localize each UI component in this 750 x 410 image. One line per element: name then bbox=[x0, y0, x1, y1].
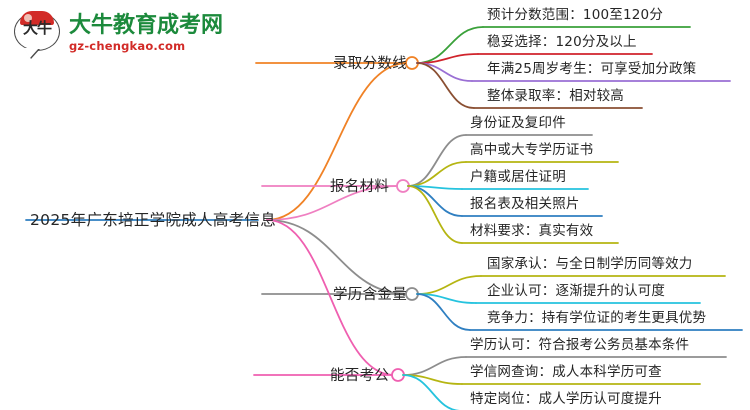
leaf-label-0-0[interactable]: 预计分数范围：100至120分 bbox=[487, 7, 664, 23]
leaf-label-3-0[interactable]: 学历认可：符合报考公务员基本条件 bbox=[470, 337, 690, 353]
leaf-connector-1-3 bbox=[407, 185, 463, 217]
red-cap-icon bbox=[20, 11, 54, 25]
leaf-label-2-1[interactable]: 企业认可：逐渐提升的认可度 bbox=[487, 283, 666, 299]
leaf-label-0-2[interactable]: 年满25周岁考生：可享受加分政策 bbox=[487, 61, 697, 77]
logo-bull-icon: 大牛 bbox=[14, 11, 62, 57]
leaf-label-1-1[interactable]: 高中或大专学历证书 bbox=[470, 142, 594, 158]
logo-site-name: 大牛教育成考网 bbox=[69, 13, 224, 39]
branch-label-2[interactable]: 学历含金量 bbox=[333, 287, 407, 303]
leaf-connector-3-0 bbox=[402, 356, 467, 376]
leaf-label-3-2[interactable]: 特定岗位：成人学历认可度提升 bbox=[470, 391, 662, 407]
leaf-label-3-1[interactable]: 学信网查询：成人本科学历可查 bbox=[470, 364, 662, 380]
leaf-connector-1-4 bbox=[407, 185, 463, 244]
branch-connector-3 bbox=[266, 219, 395, 376]
branch-connector-0 bbox=[266, 62, 409, 221]
branch-label-0[interactable]: 录取分数线 bbox=[333, 56, 407, 72]
leaf-label-1-0[interactable]: 身份证及复印件 bbox=[470, 115, 566, 131]
leaf-connector-0-2 bbox=[416, 62, 473, 82]
branch-label-1[interactable]: 报名材料 bbox=[330, 179, 390, 195]
leaf-connector-1-1 bbox=[407, 161, 467, 187]
logo-site-url: gz-chengkao.com bbox=[69, 39, 186, 54]
leaf-connector-2-2 bbox=[416, 293, 471, 331]
leaf-connector-2-0 bbox=[416, 275, 482, 295]
branch-label-3[interactable]: 能否考公 bbox=[330, 368, 390, 384]
leaf-label-2-0[interactable]: 国家承认：与全日制学历同等效力 bbox=[487, 256, 693, 272]
leaf-label-0-1[interactable]: 稳妥选择：120分及以上 bbox=[487, 34, 637, 50]
logo-text-block: 大牛教育成考网 gz-chengkao.com bbox=[69, 15, 223, 53]
root-node-label: 2025年广东培正学院成人高考信息 bbox=[30, 211, 277, 229]
leaf-label-1-2[interactable]: 户籍或居住证明 bbox=[470, 169, 566, 185]
logo-mark-text: 大牛 bbox=[22, 19, 52, 37]
leaf-label-2-2[interactable]: 竞争力：持有学位证的考生更具优势 bbox=[487, 310, 707, 326]
leaf-label-1-3[interactable]: 报名表及相关照片 bbox=[470, 196, 580, 212]
leaf-label-0-3[interactable]: 整体录取率：相对较高 bbox=[487, 88, 624, 104]
branch-connector-2 bbox=[266, 219, 409, 295]
leaf-connector-0-3 bbox=[416, 62, 475, 109]
leaf-connector-1-0 bbox=[407, 134, 467, 187]
branch-connector-1 bbox=[266, 185, 400, 221]
site-logo[interactable]: 大牛 大牛教育成考网 gz-chengkao.com bbox=[14, 8, 244, 60]
leaf-label-1-4[interactable]: 材料要求：真实有效 bbox=[470, 223, 594, 239]
